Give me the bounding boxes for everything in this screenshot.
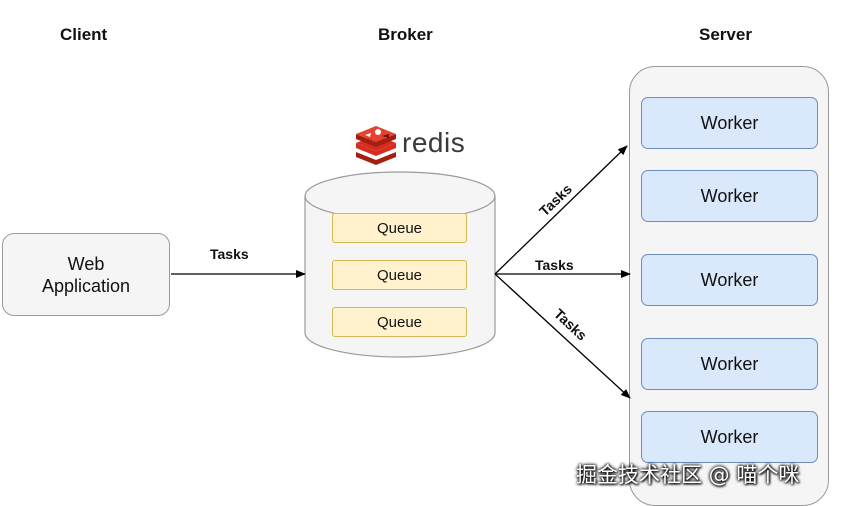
worker-box: Worker <box>641 411 818 463</box>
broker-server-down-label: Tasks <box>551 305 590 343</box>
redis-wordmark: redis <box>402 127 466 158</box>
broker-server-down-arrow <box>494 273 631 399</box>
queue-box: Queue <box>332 307 467 337</box>
worker-box: Worker <box>641 97 818 149</box>
server-header: Server <box>699 25 752 44</box>
watermark-text: 掘金技术社区 @ 喵个咪 <box>576 463 800 487</box>
broker-header: Broker <box>378 25 433 44</box>
worker-box: Worker <box>641 338 818 390</box>
broker-server-mid-label: Tasks <box>535 257 574 273</box>
client-broker-label: Tasks <box>210 246 249 262</box>
client-label-line1: Web <box>67 253 105 274</box>
worker-box: Worker <box>641 254 818 306</box>
web-application-node: Web Application <box>2 233 170 316</box>
client-label-line2: Application <box>41 275 131 296</box>
broker-server-up-arrow <box>494 145 628 275</box>
queue-box: Queue <box>332 213 467 243</box>
worker-box: Worker <box>641 170 818 222</box>
redis-logo-icon <box>356 126 396 165</box>
client-header: Client <box>60 25 108 44</box>
broker-server-up-label: Tasks <box>536 181 575 220</box>
queue-box: Queue <box>332 260 467 290</box>
